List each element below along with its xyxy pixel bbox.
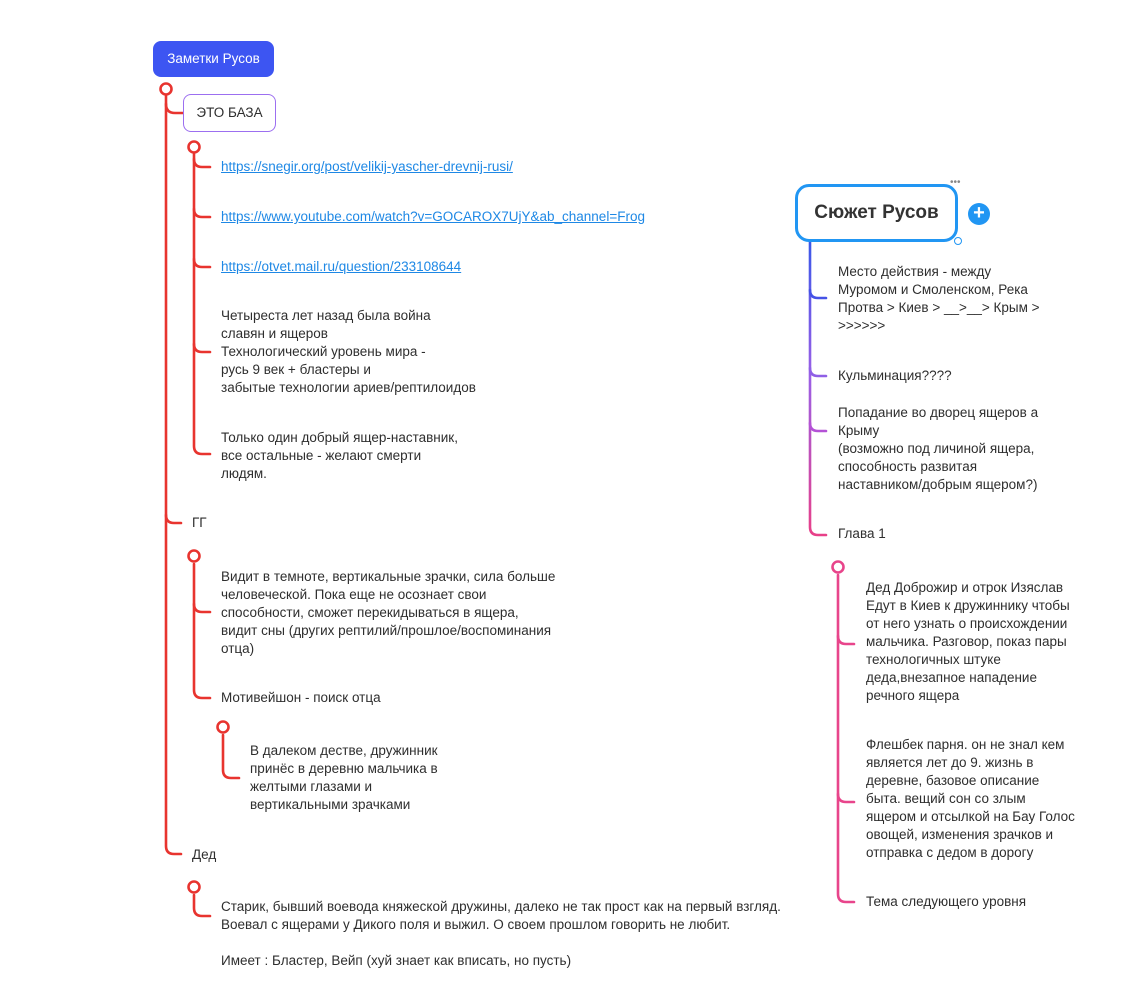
baza-node[interactable]: ЭТО БАЗА [183, 94, 276, 132]
right-trunk [808, 240, 828, 537]
trunk-line [164, 94, 183, 525]
baza-connector [164, 102, 185, 115]
baza-branch-link3 [192, 257, 212, 269]
trunk-line [164, 513, 183, 856]
link-snegir[interactable]: https://snegir.org/post/velikij-yascher-… [221, 159, 513, 174]
baza-branch [192, 152, 212, 456]
right-root-node[interactable]: Сюжет Русов [795, 184, 958, 242]
right-branch-climax [808, 366, 828, 378]
gg-branch [192, 562, 212, 700]
node-dot [187, 140, 201, 154]
gg-abilities-node[interactable]: Видит в темноте, вертикальные зрачки, си… [221, 569, 556, 656]
link-youtube[interactable]: https://www.youtube.com/watch?v=GOCAROX7… [221, 209, 645, 224]
climax-node[interactable]: Кульминация???? [838, 368, 952, 383]
resize-handle[interactable] [954, 237, 962, 245]
node-dot [216, 720, 230, 734]
mentor-node[interactable]: Только один добрый ящер-наставник, все о… [221, 430, 458, 481]
motivation-branch [221, 733, 241, 780]
node-dot [187, 549, 201, 563]
chapter1-branch [836, 573, 856, 904]
chapter1-branch-flashback [836, 792, 856, 804]
baza-branch-link2 [192, 207, 212, 219]
more-icon[interactable]: ••• [950, 177, 961, 188]
chapter1-node[interactable]: Глава 1 [838, 526, 886, 541]
gg-node[interactable]: ГГ [192, 515, 207, 530]
motivation-detail-node[interactable]: В далеком дестве, дружинник принёс в дер… [250, 743, 438, 812]
link-otvet-mail[interactable]: https://otvet.mail.ru/question/233108644 [221, 259, 462, 274]
palace-node[interactable]: Попадание во дворец ящеров а Крыму (возм… [838, 405, 1039, 492]
lore-node[interactable]: Четыреста лет назад была война славян и … [221, 308, 476, 395]
setting-node[interactable]: Место действия - между Муромом и Смоленс… [838, 264, 1040, 333]
motivation-node[interactable]: Мотивейшон - поиск отца [221, 690, 381, 705]
chapter1-flashback-node[interactable]: Флешбек парня. он не знал кем является л… [866, 737, 1075, 860]
gg-branch-abilities [192, 602, 212, 614]
add-icon[interactable]: + [968, 203, 990, 225]
right-branch-palace [808, 421, 828, 433]
chapter1-trip-node[interactable]: Дед Доброжир и отрок Изяслав Едут в Киев… [866, 580, 1070, 703]
baza-branch-link1 [192, 157, 212, 169]
node-dot [187, 880, 201, 894]
chapter1-next-node[interactable]: Тема следующего уровня [866, 894, 1027, 909]
ded-node[interactable]: Дед [192, 847, 217, 862]
right-branch-setting [808, 288, 828, 300]
ded-branch [192, 893, 212, 918]
ded-desc-node[interactable]: Старик, бывший воевода княжеской дружины… [221, 899, 781, 968]
left-root-node[interactable]: Заметки Русов [153, 41, 274, 77]
baza-branch-lore [192, 342, 212, 354]
chapter1-branch-trip [836, 634, 856, 646]
node-dot [831, 560, 845, 574]
node-dot [159, 82, 173, 96]
